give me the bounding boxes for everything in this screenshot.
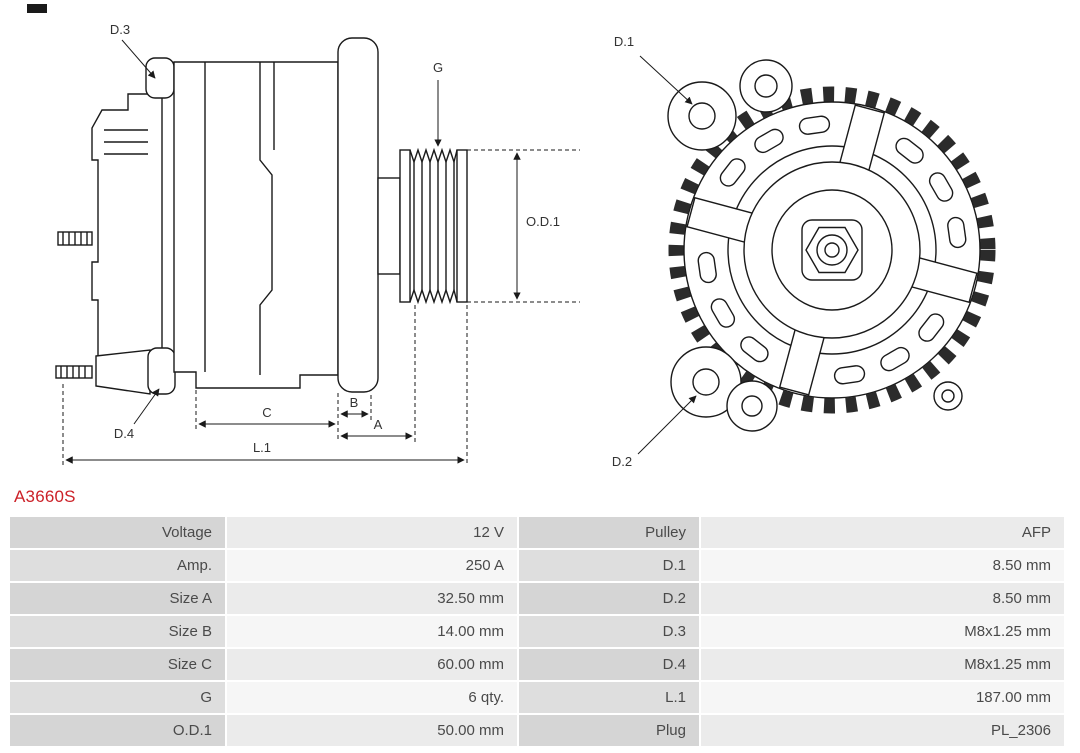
spec-value: 32.50 mm [227, 583, 517, 614]
spec-label: Amp. [10, 550, 225, 581]
dim-label-d2: D.2 [612, 454, 632, 469]
front-view-dimensions [637, 55, 697, 455]
spec-table: Voltage 12 V Pulley AFP Amp. 250 A D.1 8… [10, 517, 1070, 746]
spec-label: G [10, 682, 225, 713]
dim-label-b: B [350, 395, 359, 410]
dim-label-d3: D.3 [110, 22, 130, 37]
spec-label: Plug [519, 715, 699, 746]
spec-label: L.1 [519, 682, 699, 713]
dim-label-g: G [433, 60, 443, 75]
spec-value: 12 V [227, 517, 517, 548]
spec-value: 60.00 mm [227, 649, 517, 680]
spec-label: D.4 [519, 649, 699, 680]
technical-diagram: D.3 G O.D.1 D.4 C B A L.1 [55, 22, 996, 469]
spec-value: M8x1.25 mm [701, 649, 1064, 680]
spec-value: 250 A [227, 550, 517, 581]
spec-value: 8.50 mm [701, 583, 1064, 614]
side-view-dimensions [62, 39, 580, 466]
table-row: Voltage 12 V Pulley AFP [10, 517, 1070, 548]
dim-label-l1: L.1 [253, 440, 271, 455]
side-view [55, 37, 468, 395]
dim-label-c: C [262, 405, 271, 420]
alternator-drawing: D.3 G O.D.1 D.4 C B A L.1 [55, 22, 996, 469]
table-row: G 6 qty. L.1 187.00 mm [10, 682, 1070, 713]
spec-value: PL_2306 [701, 715, 1064, 746]
spec-value: 14.00 mm [227, 616, 517, 647]
table-row: Size A 32.50 mm D.2 8.50 mm [10, 583, 1070, 614]
spec-value: 8.50 mm [701, 550, 1064, 581]
table-row: Amp. 250 A D.1 8.50 mm [10, 550, 1070, 581]
spec-value: 187.00 mm [701, 682, 1064, 713]
table-row: Size C 60.00 mm D.4 M8x1.25 mm [10, 649, 1070, 680]
spec-label: Size A [10, 583, 225, 614]
table-row: O.D.1 50.00 mm Plug PL_2306 [10, 715, 1070, 746]
spec-value: AFP [701, 517, 1064, 548]
dim-label-od1: O.D.1 [526, 214, 560, 229]
spec-label: D.2 [519, 583, 699, 614]
spec-label: D.1 [519, 550, 699, 581]
spec-value: 50.00 mm [227, 715, 517, 746]
front-view [667, 59, 996, 432]
dim-label-d1: D.1 [614, 34, 634, 49]
logo-fragment-icon [27, 4, 47, 13]
spec-label: Voltage [10, 517, 225, 548]
spec-value: M8x1.25 mm [701, 616, 1064, 647]
spec-label: O.D.1 [10, 715, 225, 746]
spec-label: Pulley [519, 517, 699, 548]
table-row: Size B 14.00 mm D.3 M8x1.25 mm [10, 616, 1070, 647]
dim-label-a: A [374, 417, 383, 432]
spec-label: Size C [10, 649, 225, 680]
spec-label: D.3 [519, 616, 699, 647]
part-number: A3660S [14, 487, 76, 506]
spec-value: 6 qty. [227, 682, 517, 713]
spec-label: Size B [10, 616, 225, 647]
dim-label-d4: D.4 [114, 426, 134, 441]
